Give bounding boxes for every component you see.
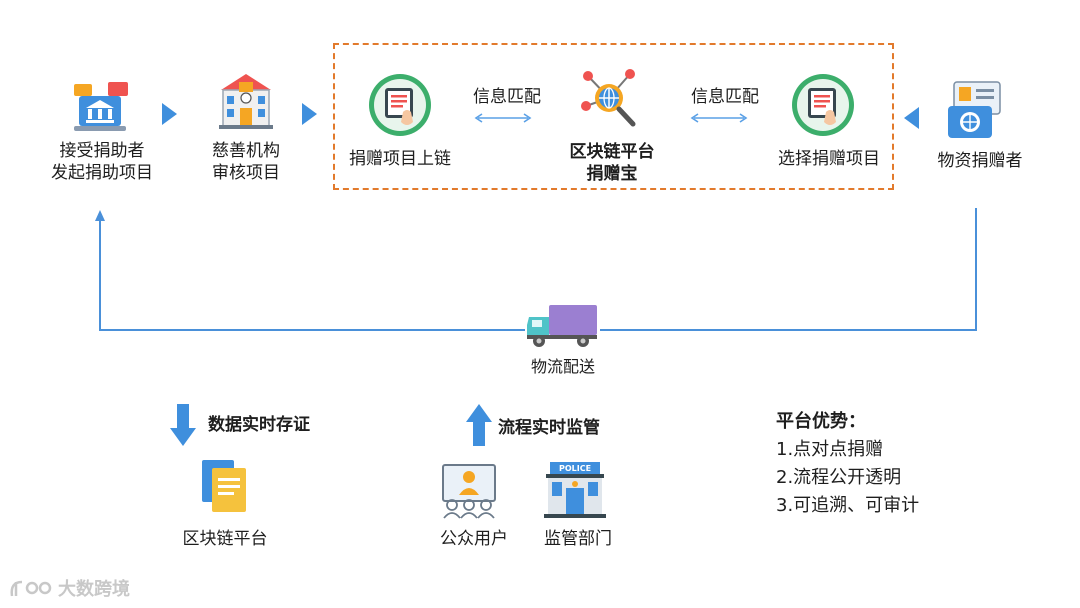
donor-id-card-icon [946, 80, 1004, 140]
watermark-logo: 大数跨境 [8, 574, 168, 602]
advantages-panel: 平台优势： 1.点对点捐赠 2.流程公开透明 3.可追溯、可审计 [776, 408, 919, 520]
recipient-icon [72, 80, 130, 134]
arrow-left-1 [904, 107, 919, 129]
blockchain-globe-icon [578, 66, 640, 130]
match-left-label: 信息匹配 [473, 87, 541, 107]
platform-dashed-frame [333, 43, 894, 190]
advantage-item: 3.可追溯、可审计 [776, 495, 920, 516]
chain-upload-label: 捐赠项目上链 [349, 149, 451, 169]
police-station-icon: POLICE [544, 460, 606, 518]
documents-icon [200, 458, 250, 514]
public-users-icon [440, 463, 498, 519]
supervision-heading: 流程实时监管 [498, 418, 600, 438]
delivery-truck-icon [525, 301, 601, 349]
recipient-label: 接受捐助者发起捐助项目 [51, 141, 153, 183]
platform-label: 区块链平台捐赠宝 [569, 142, 655, 184]
public-users-label: 公众用户 [440, 529, 508, 549]
svg-text:POLICE: POLICE [559, 464, 591, 473]
storage-heading: 数据实时存证 [208, 415, 310, 435]
charity-building-icon [215, 72, 277, 130]
charity-label: 慈善机构审核项目 [212, 141, 280, 183]
advantage-item: 2.流程公开透明 [776, 467, 902, 488]
advantages-title: 平台优势： [776, 411, 866, 432]
advantage-item: 1.点对点捐赠 [776, 439, 884, 460]
watermark-mark-icon [10, 580, 52, 597]
down-arrow [170, 404, 196, 446]
regulator-label: 监管部门 [544, 529, 612, 549]
storage-label: 区块链平台 [182, 529, 268, 549]
match-right-label: 信息匹配 [691, 87, 759, 107]
select-project-label: 选择捐赠项目 [778, 149, 880, 169]
up-arrow [466, 404, 492, 446]
logistics-label: 物流配送 [530, 357, 595, 376]
tablet-hand-icon-right [790, 72, 856, 138]
watermark-text: 大数跨境 [58, 579, 130, 600]
tablet-hand-icon-left [367, 72, 433, 138]
double-arrow-right [690, 113, 748, 123]
arrow-right-1 [162, 103, 177, 125]
double-arrow-left [474, 113, 532, 123]
arrow-right-2 [302, 103, 317, 125]
donor-label: 物资捐赠者 [937, 151, 1023, 171]
